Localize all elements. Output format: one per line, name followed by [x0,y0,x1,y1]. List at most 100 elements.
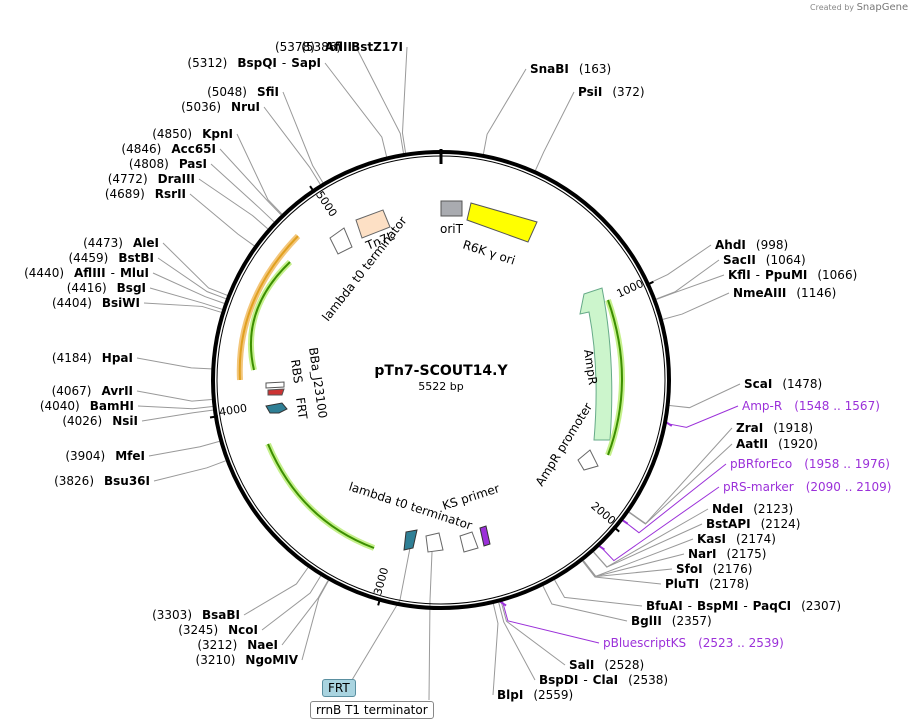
r6k-label: R6K γ ori [461,238,517,268]
primer-label[interactable]: Amp-R(1548 .. 1567) [742,399,880,413]
enzyme-label[interactable]: SfoI(2176) [676,562,752,576]
rrnb-box-label[interactable]: rrnB T1 terminator [310,701,434,719]
bba-promoter-feature[interactable] [267,388,285,396]
enzyme-label[interactable]: BfuAI-BspMI-PaqCI(2307) [646,599,841,613]
enzyme-label[interactable]: (3904)MfeI [65,449,145,463]
ampr-promoter-feature[interactable] [577,449,599,471]
frt-inner-feature[interactable] [265,402,288,414]
leader-line [141,409,214,422]
lambda-t0-bottom-feature[interactable] [459,531,479,553]
enzyme-label[interactable]: NmeAIII(1146) [733,286,836,300]
enzyme-position: (5048) [207,85,247,99]
r6k-ori-feature[interactable] [466,202,538,243]
enzyme-label[interactable]: (4040)BamHI [40,399,134,413]
tn7l-feature[interactable] [355,209,391,239]
enzyme-label[interactable]: (4440)AflIII-MluI [24,266,149,280]
enzyme-name: AflIII [74,266,106,280]
green-arc-bottom [267,443,375,549]
enzyme-label[interactable]: (5312)BspQI-SapI [187,56,321,70]
leader-line [599,486,720,562]
enzyme-label[interactable]: (4850)KpnI [152,127,233,141]
enzyme-label[interactable]: AatII (1920) [736,437,818,451]
enzyme-label[interactable]: BstAPI(2124) [706,517,800,531]
enzyme-label[interactable]: (4772)DraIII [108,172,195,186]
enzyme-label[interactable]: NarI(2175) [688,547,766,561]
enzyme-label[interactable]: (3245)NcoI [178,623,258,637]
frt-box-label[interactable]: FRT [322,679,356,697]
primer-name: Amp-R [742,399,782,413]
enzyme-name: SacII [723,253,756,267]
enzyme-label[interactable]: (3210)NgoMIV [196,653,299,667]
enzyme-name: AatII [736,437,768,451]
enzyme-position: (5036) [181,100,221,114]
rbs-feature[interactable] [265,381,285,389]
enzyme-label[interactable]: SnaBI(163) [530,62,611,76]
enzyme-label[interactable]: (4459)BstBI [68,251,154,265]
primer-label[interactable]: pRS-marker(2090 .. 2109) [723,480,891,494]
enzyme-position: (372) [612,85,644,99]
enzyme-label[interactable]: KflI-PpuMI(1066) [728,268,857,282]
leader-line [152,272,225,304]
enzyme-name: BspDI [539,673,578,687]
enzyme-name: PluTI [665,577,699,591]
enzyme-label[interactable]: (3303)BsaBI [152,608,240,622]
enzyme-label[interactable]: (4026)NsiI [62,414,138,428]
enzyme-label[interactable]: (5386)BstZ17I [301,40,403,54]
enzyme-name: KasI [697,532,726,546]
primer-label[interactable]: pBRforEco(1958 .. 1976) [730,457,890,471]
enzyme-label[interactable]: (4416)BsgI [67,281,146,295]
enzyme-label[interactable]: AhdI(998) [715,238,788,252]
enzyme-position: (2176) [713,562,753,576]
enzyme-label[interactable]: (4846)Acc65I [121,142,216,156]
enzyme-label[interactable]: BlpI(2559) [497,688,573,702]
frt-inner-label: FRT [293,396,310,420]
enzyme-label[interactable]: (4473)AleI [83,236,159,250]
enzyme-name: BspMI [697,599,738,613]
enzyme-position: (1920) [778,437,818,451]
enzyme-label[interactable]: (3212)NaeI [197,638,278,652]
enzyme-label[interactable]: SacII(1064) [723,253,806,267]
enzyme-position: (2174) [736,532,776,546]
leader-line [281,580,329,646]
plasmid-size: 5522 bp [418,380,463,393]
orit-feature[interactable] [440,200,463,217]
enzyme-name: - [743,599,747,613]
enzyme-label[interactable]: (3826)Bsu36I [54,474,150,488]
enzyme-label[interactable]: NdeI(2123) [712,502,793,516]
enzyme-label[interactable]: (5048)SfiI [207,85,279,99]
enzyme-label[interactable]: (5036)NruI [181,100,260,114]
ks-primer-feature[interactable] [479,525,491,547]
enzyme-label[interactable]: (4808)PasI [129,157,207,171]
enzyme-label[interactable]: PsiI(372) [578,85,645,99]
enzyme-label[interactable]: ZraI(1918) [736,421,813,435]
enzyme-name: PpuMI [765,268,807,282]
enzyme-position: (2538) [628,673,668,687]
enzyme-label[interactable]: (4689)RsrII [105,187,186,201]
enzyme-label[interactable]: KasI (2174) [697,532,776,546]
leader-line [542,585,628,622]
tick-label: 5000 [313,189,339,219]
enzyme-label[interactable]: BglII(2357) [631,614,712,628]
enzyme-position: (4440) [24,266,64,280]
lambda-t0-top-feature[interactable] [329,227,353,255]
enzyme-label[interactable]: (4067)AvrII [52,384,133,398]
enzyme-label[interactable]: (4184)HpaI [52,351,133,365]
enzyme-label[interactable]: BspDI-ClaI(2538) [539,673,668,687]
enzyme-position: (4040) [40,399,80,413]
enzyme-label[interactable]: (4404)BsiWI [52,296,140,310]
primer-label[interactable]: pBluescriptKS(2523 .. 2539) [603,636,784,650]
enzyme-label[interactable]: SalI(2528) [569,658,644,672]
green-arc-right [607,299,623,456]
enzyme-position: (5386) [301,40,341,54]
frt-bottom-feature[interactable] [403,529,418,551]
enzyme-name: SalI [569,658,594,672]
enzyme-position: (3826) [54,474,94,488]
enzyme-name: RsrII [155,187,186,201]
tick-mark [377,597,382,606]
enzyme-label[interactable]: PluTI(2178) [665,577,749,591]
rrnb-feature[interactable] [425,532,444,553]
enzyme-label[interactable]: (5378)AflII [275,40,352,54]
primer-range: (2090 .. 2109) [806,480,892,494]
enzyme-label[interactable]: ScaI(1478) [744,377,822,391]
ampr-feature[interactable] [579,287,613,441]
